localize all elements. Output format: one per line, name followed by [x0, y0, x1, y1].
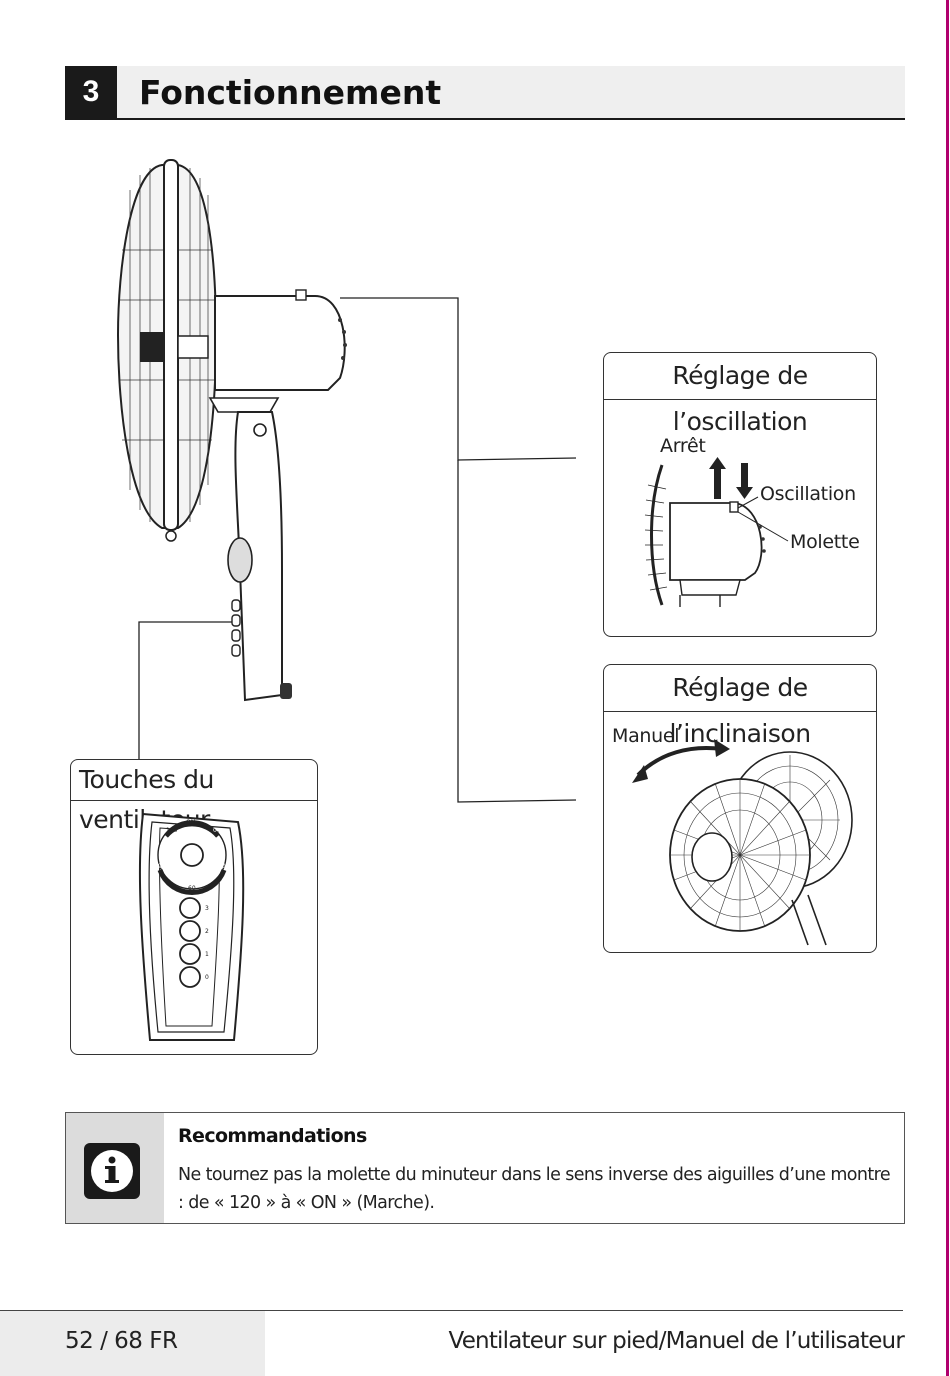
note-heading: Recommandations [178, 1125, 367, 1147]
tilt-illustration [632, 739, 853, 946]
footer-page-panel [0, 1311, 265, 1376]
knob-label: Molette [790, 531, 860, 553]
timer-label-90: 90 [158, 863, 166, 870]
note-text: Ne tournez pas la molette du minuteur da… [178, 1165, 891, 1213]
page-edge-accent [946, 0, 949, 1376]
footer-divider [0, 1310, 903, 1311]
fan-buttons-title: Touches du ventilateur [71, 760, 317, 834]
recommendations-note: Recommandations Ne tournez pas la molett… [65, 1112, 905, 1224]
manual-title: Ventilateur sur pied/Manuel de l’utilisa… [448, 1328, 905, 1354]
info-icon [84, 1143, 140, 1199]
section-number: 3 [65, 66, 117, 118]
manual-label: Manuel [612, 725, 680, 747]
tilt-title: Réglage de l’inclinaison [604, 665, 876, 748]
oscillation-title: Réglage de l’oscillation [604, 353, 876, 436]
speed-label-2: 2 [205, 928, 209, 935]
timer-label-60: 60 [188, 885, 196, 892]
stop-label: Arrêt [660, 435, 706, 457]
timer-label-on: ON [186, 819, 195, 826]
speed-label-1: 1 [205, 951, 209, 958]
timer-label-0: 0 [213, 827, 217, 834]
info-sidebar [66, 1113, 164, 1223]
oscillation-illustration [644, 457, 789, 607]
oscillation-adjustment-box: Réglage de l’oscillation Arrêt Oscillati… [603, 352, 877, 637]
speed-label-3: 3 [205, 905, 209, 912]
timer-label-120: 120 [166, 827, 178, 834]
section-title: Fonctionnement [139, 73, 442, 112]
timer-label-30: 30 [218, 863, 226, 870]
control-panel-illustration: ON 0 30 60 90 120 3 2 1 0 [138, 812, 245, 1041]
section-header: 3 Fonctionnement [65, 66, 905, 120]
oscillation-label: Oscillation [760, 483, 856, 505]
page-number: 52 / 68 FR [65, 1328, 178, 1354]
speed-label-0: 0 [205, 974, 209, 981]
fan-side-illustration [116, 159, 347, 702]
